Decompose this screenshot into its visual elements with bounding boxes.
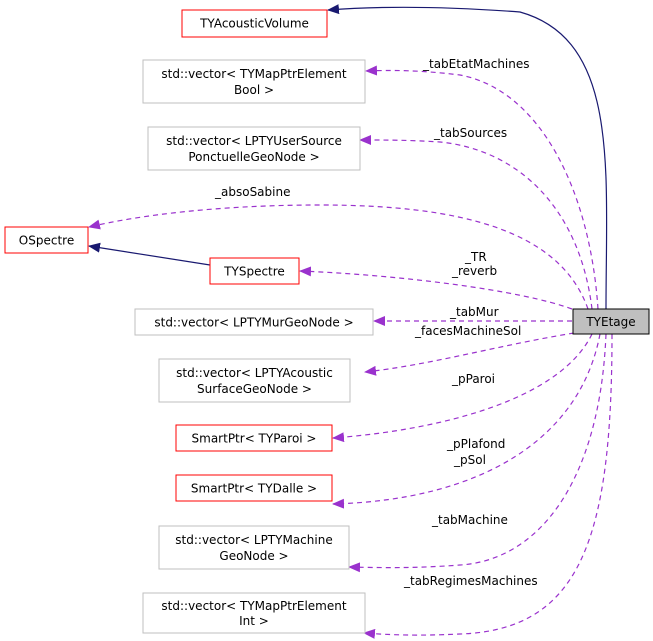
node-tyspectre[interactable]: TYSpectre [209, 257, 300, 285]
svg-text:SurfaceGeoNode >: SurfaceGeoNode > [197, 382, 312, 396]
label-tabregimesmachines: _tabRegimesMachines [403, 574, 538, 588]
svg-text:SmartPtr< TYDalle >: SmartPtr< TYDalle > [191, 482, 317, 496]
svg-text:TYSpectre: TYSpectre [223, 265, 285, 279]
svg-text:PonctuelleGeoNode >: PonctuelleGeoNode > [188, 150, 319, 164]
edge-absosabine [88, 204, 589, 310]
node-smartptr-tydalle[interactable]: SmartPtr< TYDalle > [175, 474, 333, 502]
svg-text:Int >: Int > [239, 614, 269, 628]
node-tyetage[interactable]: TYEtage [572, 308, 650, 335]
node-tabetatmachines-type[interactable]: std::vector< TYMapPtrElement Bool > [142, 59, 366, 104]
edge-tabregimesmachines [363, 333, 613, 639]
edge-tabmachine [348, 333, 607, 573]
svg-text:OSpectre: OSpectre [19, 234, 74, 248]
svg-text:std::vector< LPTYUserSource: std::vector< LPTYUserSource [166, 134, 342, 148]
node-tabmur-type[interactable]: std::vector< LPTYMurGeoNode > [134, 308, 374, 336]
node-smartptr-typaroi[interactable]: SmartPtr< TYParoi > [175, 424, 333, 452]
edge-facesmachinesol [364, 332, 575, 376]
node-ospectre[interactable]: OSpectre [4, 226, 89, 254]
label-pparoi: _pParoi [451, 372, 495, 386]
edge-tr-reverb [299, 266, 573, 310]
node-tabregimes-type[interactable]: std::vector< TYMapPtrElement Int > [142, 592, 366, 634]
label-tr: _TR [464, 250, 487, 264]
svg-text:std::vector< TYMapPtrElement: std::vector< TYMapPtrElement [161, 599, 346, 613]
edge-pparoi [332, 333, 593, 443]
label-absosabine: _absoSabine [214, 185, 290, 199]
svg-text:TYEtage: TYEtage [585, 315, 635, 329]
node-facesmachinesol-type[interactable]: std::vector< LPTYAcoustic SurfaceGeoNode… [158, 358, 351, 403]
label-psol: _pSol [453, 453, 486, 467]
node-tyacousticvolume[interactable]: TYAcousticVolume [181, 9, 328, 38]
svg-text:GeoNode >: GeoNode > [219, 549, 288, 563]
edge-inherit-ospectre [88, 242, 211, 266]
edge-pplafond-psol [332, 333, 601, 509]
node-tabmachine-type[interactable]: std::vector< LPTYMachine GeoNode > [158, 525, 350, 570]
svg-text:SmartPtr< TYParoi >: SmartPtr< TYParoi > [192, 432, 317, 446]
edge-inherit-acousticvolume [327, 4, 608, 310]
label-pplafond: _pPlafond [446, 437, 505, 451]
svg-text:std::vector< TYMapPtrElement: std::vector< TYMapPtrElement [161, 67, 346, 81]
node-tabsources-type[interactable]: std::vector< LPTYUserSource PonctuelleGe… [147, 126, 361, 171]
label-reverb: _reverb [451, 264, 497, 278]
edge-tabsources [359, 135, 593, 310]
label-tabetatmachines: _tabEtatMachines [422, 57, 530, 71]
svg-text:std::vector< LPTYMachine: std::vector< LPTYMachine [175, 533, 332, 547]
label-tabmur: _tabMur [449, 305, 499, 319]
label-facesmachinesol: _facesMachineSol [414, 324, 521, 338]
edge-tabetatmachines [365, 65, 599, 310]
svg-text:Bool >: Bool > [234, 83, 274, 97]
svg-text:std::vector< LPTYAcoustic: std::vector< LPTYAcoustic [176, 366, 333, 380]
svg-text:TYAcousticVolume: TYAcousticVolume [199, 17, 309, 31]
label-tabsources: _tabSources [433, 126, 507, 140]
svg-text:std::vector< LPTYMurGeoNode >: std::vector< LPTYMurGeoNode > [154, 316, 353, 330]
label-tabmachine: _tabMachine [431, 513, 508, 527]
